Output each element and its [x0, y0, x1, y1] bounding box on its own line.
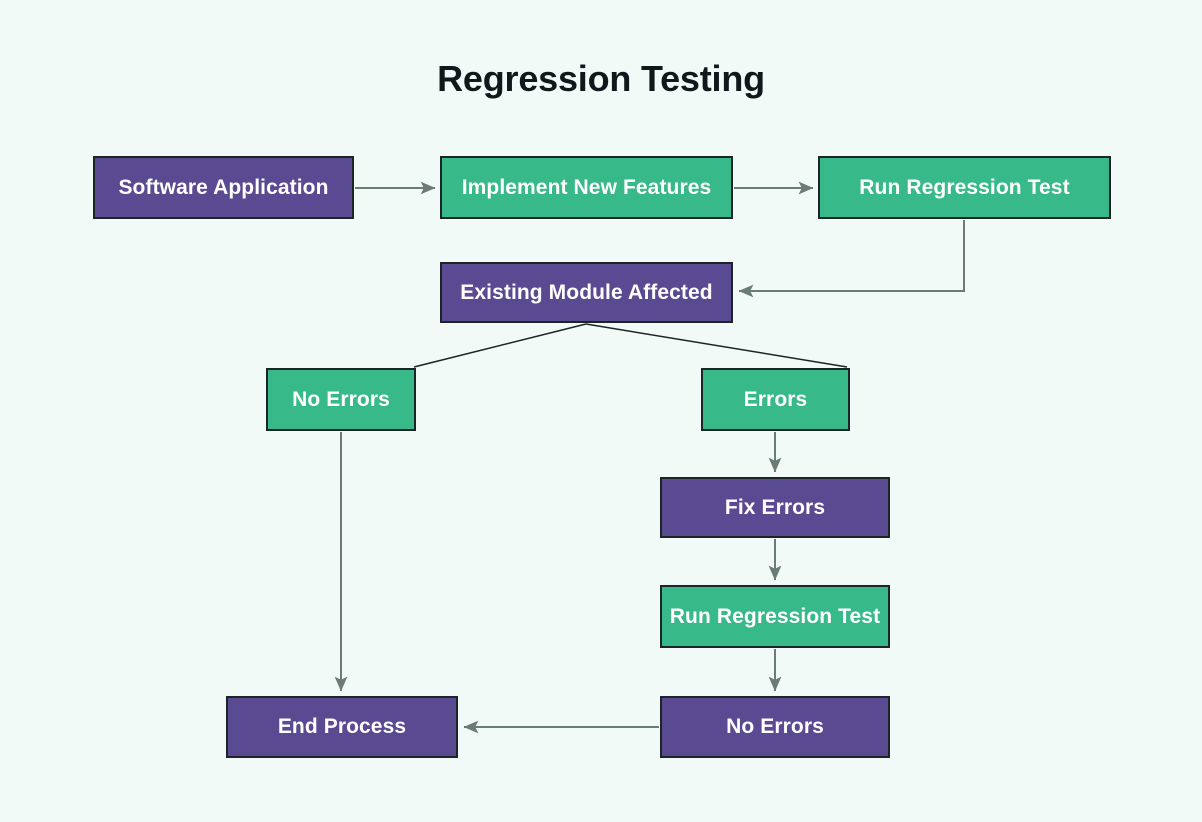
node-existing-module-affected[interactable]: Existing Module Affected — [440, 262, 733, 323]
node-fix-errors[interactable]: Fix Errors — [660, 477, 890, 538]
node-label: Fix Errors — [724, 495, 826, 519]
node-label: Existing Module Affected — [460, 280, 713, 304]
node-software-application[interactable]: Software Application — [93, 156, 354, 219]
node-label: No Errors — [292, 387, 390, 411]
edge-run1-to-existing-module — [738, 220, 965, 298]
node-implement-new-features[interactable]: Implement New Features — [440, 156, 733, 219]
node-label: Implement New Features — [461, 175, 712, 199]
page-title: Regression Testing — [437, 58, 765, 99]
node-label: End Process — [277, 715, 407, 738]
node-label: Run Regression Test — [669, 604, 881, 628]
node-no-errors-bottom[interactable]: No Errors — [660, 696, 890, 758]
node-label: No Errors — [726, 715, 824, 738]
edge-existing-to-errors — [585, 323, 848, 368]
node-run-regression-test-1[interactable]: Run Regression Test — [818, 156, 1111, 219]
node-run-regression-test-2[interactable]: Run Regression Test — [660, 585, 890, 648]
edge-existing-to-no-errors — [413, 323, 587, 368]
node-label: Errors — [743, 387, 808, 411]
node-errors[interactable]: Errors — [701, 368, 850, 431]
node-label: Run Regression Test — [859, 175, 1070, 199]
node-end-process[interactable]: End Process — [226, 696, 458, 758]
node-label: Software Application — [118, 175, 329, 199]
node-no-errors-left[interactable]: No Errors — [266, 368, 416, 431]
